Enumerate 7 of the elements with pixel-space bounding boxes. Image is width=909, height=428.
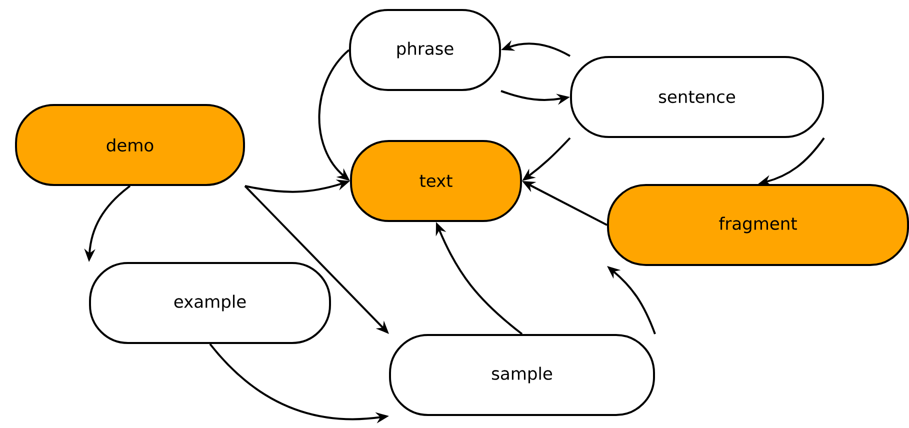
rounded-box: demo — [15, 104, 245, 186]
rounded-box: sample — [389, 334, 655, 416]
rounded-box: sentence — [570, 56, 824, 138]
rounded-box: phrase — [349, 9, 501, 91]
rounded-box: example — [89, 262, 331, 344]
rounded-box: fragment — [607, 184, 909, 266]
rounded-box: text — [350, 140, 522, 222]
